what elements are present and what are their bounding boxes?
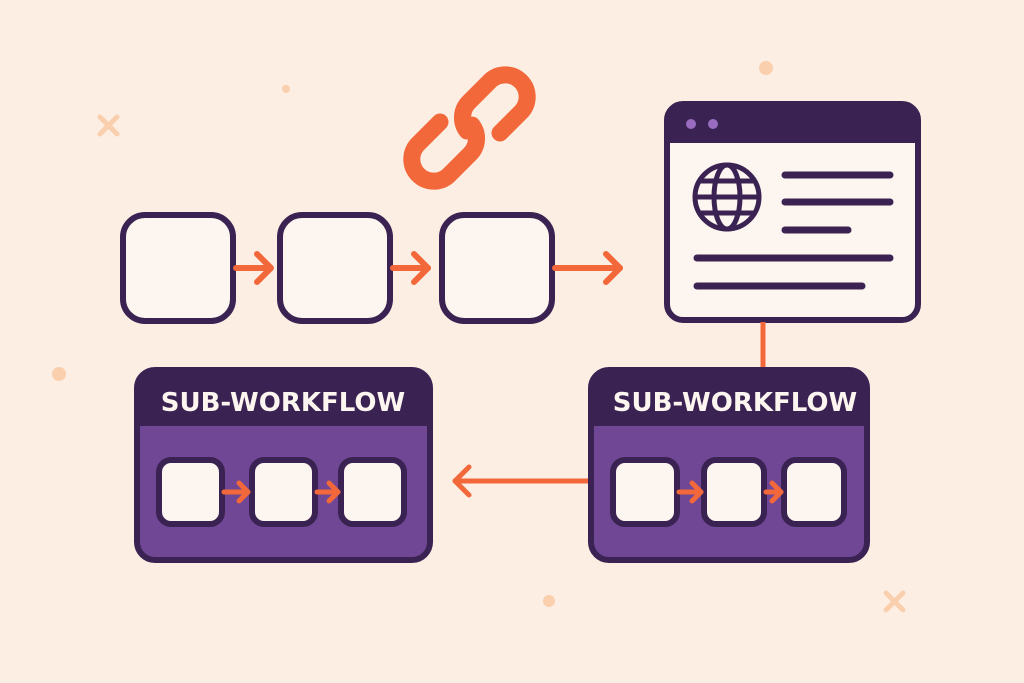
link-chain-icon bbox=[403, 66, 536, 190]
arrow-right-icon bbox=[552, 251, 623, 285]
main-chain bbox=[120, 212, 623, 324]
arrow-right-icon bbox=[763, 480, 784, 504]
web-page-window[interactable] bbox=[664, 101, 921, 323]
arrow-right-icon bbox=[221, 480, 251, 504]
window-dot-icon bbox=[686, 119, 696, 129]
sub-node[interactable] bbox=[338, 457, 407, 527]
arrow-right-icon bbox=[676, 480, 704, 504]
decor-dot bbox=[543, 595, 555, 607]
sub-workflow-right[interactable]: SUB-WORKFLOW bbox=[588, 367, 870, 563]
sub-node[interactable] bbox=[249, 457, 318, 527]
decor-x-icon bbox=[883, 590, 906, 613]
decor-dot bbox=[52, 367, 66, 381]
sub-workflow-left[interactable]: SUB-WORKFLOW bbox=[134, 367, 433, 563]
arrow-left-icon bbox=[452, 464, 591, 498]
workflow-node-1[interactable] bbox=[120, 212, 236, 324]
decorations bbox=[52, 61, 906, 613]
sub-node[interactable] bbox=[781, 457, 847, 527]
sub-workflow-title: SUB-WORKFLOW bbox=[613, 388, 857, 418]
globe-icon bbox=[692, 162, 762, 232]
sub-node[interactable] bbox=[156, 457, 225, 527]
sub-node[interactable] bbox=[701, 457, 767, 527]
text-lines bbox=[693, 171, 894, 290]
decor-dot bbox=[759, 61, 773, 75]
window-titlebar bbox=[667, 104, 918, 143]
decor-dot bbox=[282, 85, 290, 93]
decor-x-icon bbox=[97, 114, 120, 137]
workflow-node-3[interactable] bbox=[439, 212, 555, 324]
sub-node[interactable] bbox=[610, 457, 680, 527]
arrow-right-icon bbox=[314, 480, 341, 504]
arrow-right-icon bbox=[233, 251, 274, 285]
arrow-right-icon bbox=[390, 251, 431, 285]
sub-workflow-title: SUB-WORKFLOW bbox=[161, 388, 405, 418]
window-dot-icon bbox=[708, 119, 718, 129]
workflow-node-2[interactable] bbox=[277, 212, 393, 324]
